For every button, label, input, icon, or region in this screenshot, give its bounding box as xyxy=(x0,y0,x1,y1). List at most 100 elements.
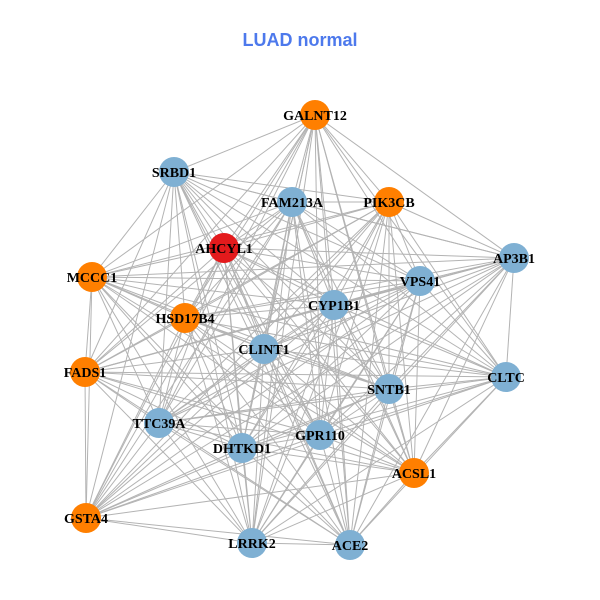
edge-CLINT1-DHTKD1 xyxy=(241,348,265,449)
edge-AP3B1-MCCC1 xyxy=(91,257,515,278)
edge-PIK3CB-ACE2 xyxy=(349,201,390,546)
node-ace2: ACE2 xyxy=(332,530,369,560)
edge-AHCYL1-AP3B1 xyxy=(223,247,515,259)
edge-TTC39A-ACSL1 xyxy=(158,422,415,474)
edge-PIK3CB-FADS1 xyxy=(84,201,390,373)
edge-MCCC1-CYP1B1 xyxy=(91,276,335,306)
edge-CYP1B1-DHTKD1 xyxy=(241,304,335,449)
edge-GALNT12-LRRK2 xyxy=(251,114,316,544)
node-clint1: CLINT1 xyxy=(238,334,290,364)
edge-CYP1B1-GPR110 xyxy=(319,304,335,436)
node-label: CLINT1 xyxy=(238,343,289,358)
edge-GALNT12-PIK3CB xyxy=(314,114,390,203)
edge-MCCC1-VPS41 xyxy=(91,276,421,282)
edge-AHCYL1-FADS1 xyxy=(84,247,225,373)
node-label: TTC39A xyxy=(133,417,187,432)
node-galnt12: GALNT12 xyxy=(283,100,347,130)
node-gsta4: GSTA4 xyxy=(64,503,108,533)
edge-PIK3CB-CLTC xyxy=(388,201,507,378)
edge-SRBD1-PIK3CB xyxy=(173,171,390,203)
edge-FAM213A-DHTKD1 xyxy=(241,201,293,449)
edge-GALNT12-AP3B1 xyxy=(314,114,515,259)
node-ap3b1: AP3B1 xyxy=(493,243,535,273)
node-label: MCCC1 xyxy=(67,271,118,286)
node-label: FADS1 xyxy=(64,366,107,381)
edge-CYP1B1-HSD17B4 xyxy=(184,304,335,319)
edge-CLINT1-CLTC xyxy=(263,348,507,378)
edge-CLTC-SNTB1 xyxy=(388,376,507,390)
edge-SRBD1-ACSL1 xyxy=(173,171,415,474)
node-circle xyxy=(300,100,330,130)
edge-LRRK2-ACE2 xyxy=(251,542,351,546)
edge-TTC39A-GPR110 xyxy=(158,422,321,436)
edge-GALNT12-HSD17B4 xyxy=(184,114,316,319)
edge-VPS41-DHTKD1 xyxy=(241,280,421,449)
edge-CLTC-DHTKD1 xyxy=(241,376,507,449)
edge-CLTC-LRRK2 xyxy=(251,376,507,544)
node-sntb1: SNTB1 xyxy=(367,374,411,404)
edge-HSD17B4-GSTA4 xyxy=(85,317,186,519)
edge-CLTC-GSTA4 xyxy=(85,376,507,519)
edge-GALNT12-ACE2 xyxy=(314,114,351,546)
node-label: DHTKD1 xyxy=(213,442,271,457)
node-cltc: CLTC xyxy=(487,362,525,392)
edge-TTC39A-ACE2 xyxy=(158,422,351,546)
edge-GSTA4-LRRK2 xyxy=(85,517,253,544)
edge-FAM213A-MCCC1 xyxy=(91,201,293,278)
edge-PIK3CB-GSTA4 xyxy=(85,201,390,519)
edge-CYP1B1-CLTC xyxy=(333,304,507,378)
edge-GALNT12-VPS41 xyxy=(314,114,421,282)
edge-VPS41-HSD17B4 xyxy=(184,280,421,319)
node-ahcyl1: AHCYL1 xyxy=(195,233,253,263)
node-circle xyxy=(209,233,239,263)
node-circle xyxy=(319,290,349,320)
edge-AHCYL1-ACE2 xyxy=(223,247,351,546)
edge-DHTKD1-GSTA4 xyxy=(85,447,243,519)
node-mccc1: MCCC1 xyxy=(67,262,118,292)
edge-AHCYL1-SNTB1 xyxy=(223,247,390,390)
edge-GSTA4-ACE2 xyxy=(85,517,351,546)
node-srbd1: SRBD1 xyxy=(152,157,196,187)
edge-HSD17B4-LRRK2 xyxy=(184,317,253,544)
edge-MCCC1-SNTB1 xyxy=(91,276,390,390)
edge-FADS1-CLTC xyxy=(84,371,507,378)
edge-PIK3CB-GPR110 xyxy=(319,201,390,436)
edge-FAM213A-CYP1B1 xyxy=(291,201,335,306)
edge-GALNT12-CLTC xyxy=(314,114,507,378)
edge-SRBD1-DHTKD1 xyxy=(173,171,243,449)
node-label: ACE2 xyxy=(332,539,369,554)
node-circle xyxy=(77,262,107,292)
node-vps41: VPS41 xyxy=(400,266,440,296)
edge-FAM213A-AP3B1 xyxy=(291,201,515,259)
node-circle xyxy=(170,303,200,333)
node-circle xyxy=(405,266,435,296)
edge-AP3B1-GPR110 xyxy=(319,257,515,436)
edge-FAM213A-TTC39A xyxy=(158,201,293,424)
node-circle xyxy=(499,243,529,273)
node-circle xyxy=(374,187,404,217)
edge-SRBD1-LRRK2 xyxy=(173,171,253,544)
node-circle xyxy=(399,458,429,488)
node-circle xyxy=(144,408,174,438)
edge-AP3B1-CLTC xyxy=(505,257,515,378)
edge-FAM213A-ACSL1 xyxy=(291,201,415,474)
edge-HSD17B4-FADS1 xyxy=(84,317,186,373)
node-circle xyxy=(237,528,267,558)
node-circle xyxy=(70,357,100,387)
edge-MCCC1-DHTKD1 xyxy=(91,276,243,449)
edge-HSD17B4-CLTC xyxy=(184,317,507,378)
edge-SNTB1-TTC39A xyxy=(158,388,390,424)
edge-HSD17B4-TTC39A xyxy=(158,317,186,424)
node-label: CLTC xyxy=(487,371,525,386)
edge-FADS1-GSTA4 xyxy=(84,371,87,519)
node-circle xyxy=(491,362,521,392)
figure-title: LUAD normal xyxy=(242,30,358,50)
node-lrrk2: LRRK2 xyxy=(228,528,276,558)
edge-SRBD1-FADS1 xyxy=(84,171,175,373)
edge-PIK3CB-MCCC1 xyxy=(91,201,390,278)
node-cyp1b1: CYP1B1 xyxy=(308,290,360,320)
edge-CLINT1-TTC39A xyxy=(158,348,265,424)
node-label: PIK3CB xyxy=(363,196,414,211)
